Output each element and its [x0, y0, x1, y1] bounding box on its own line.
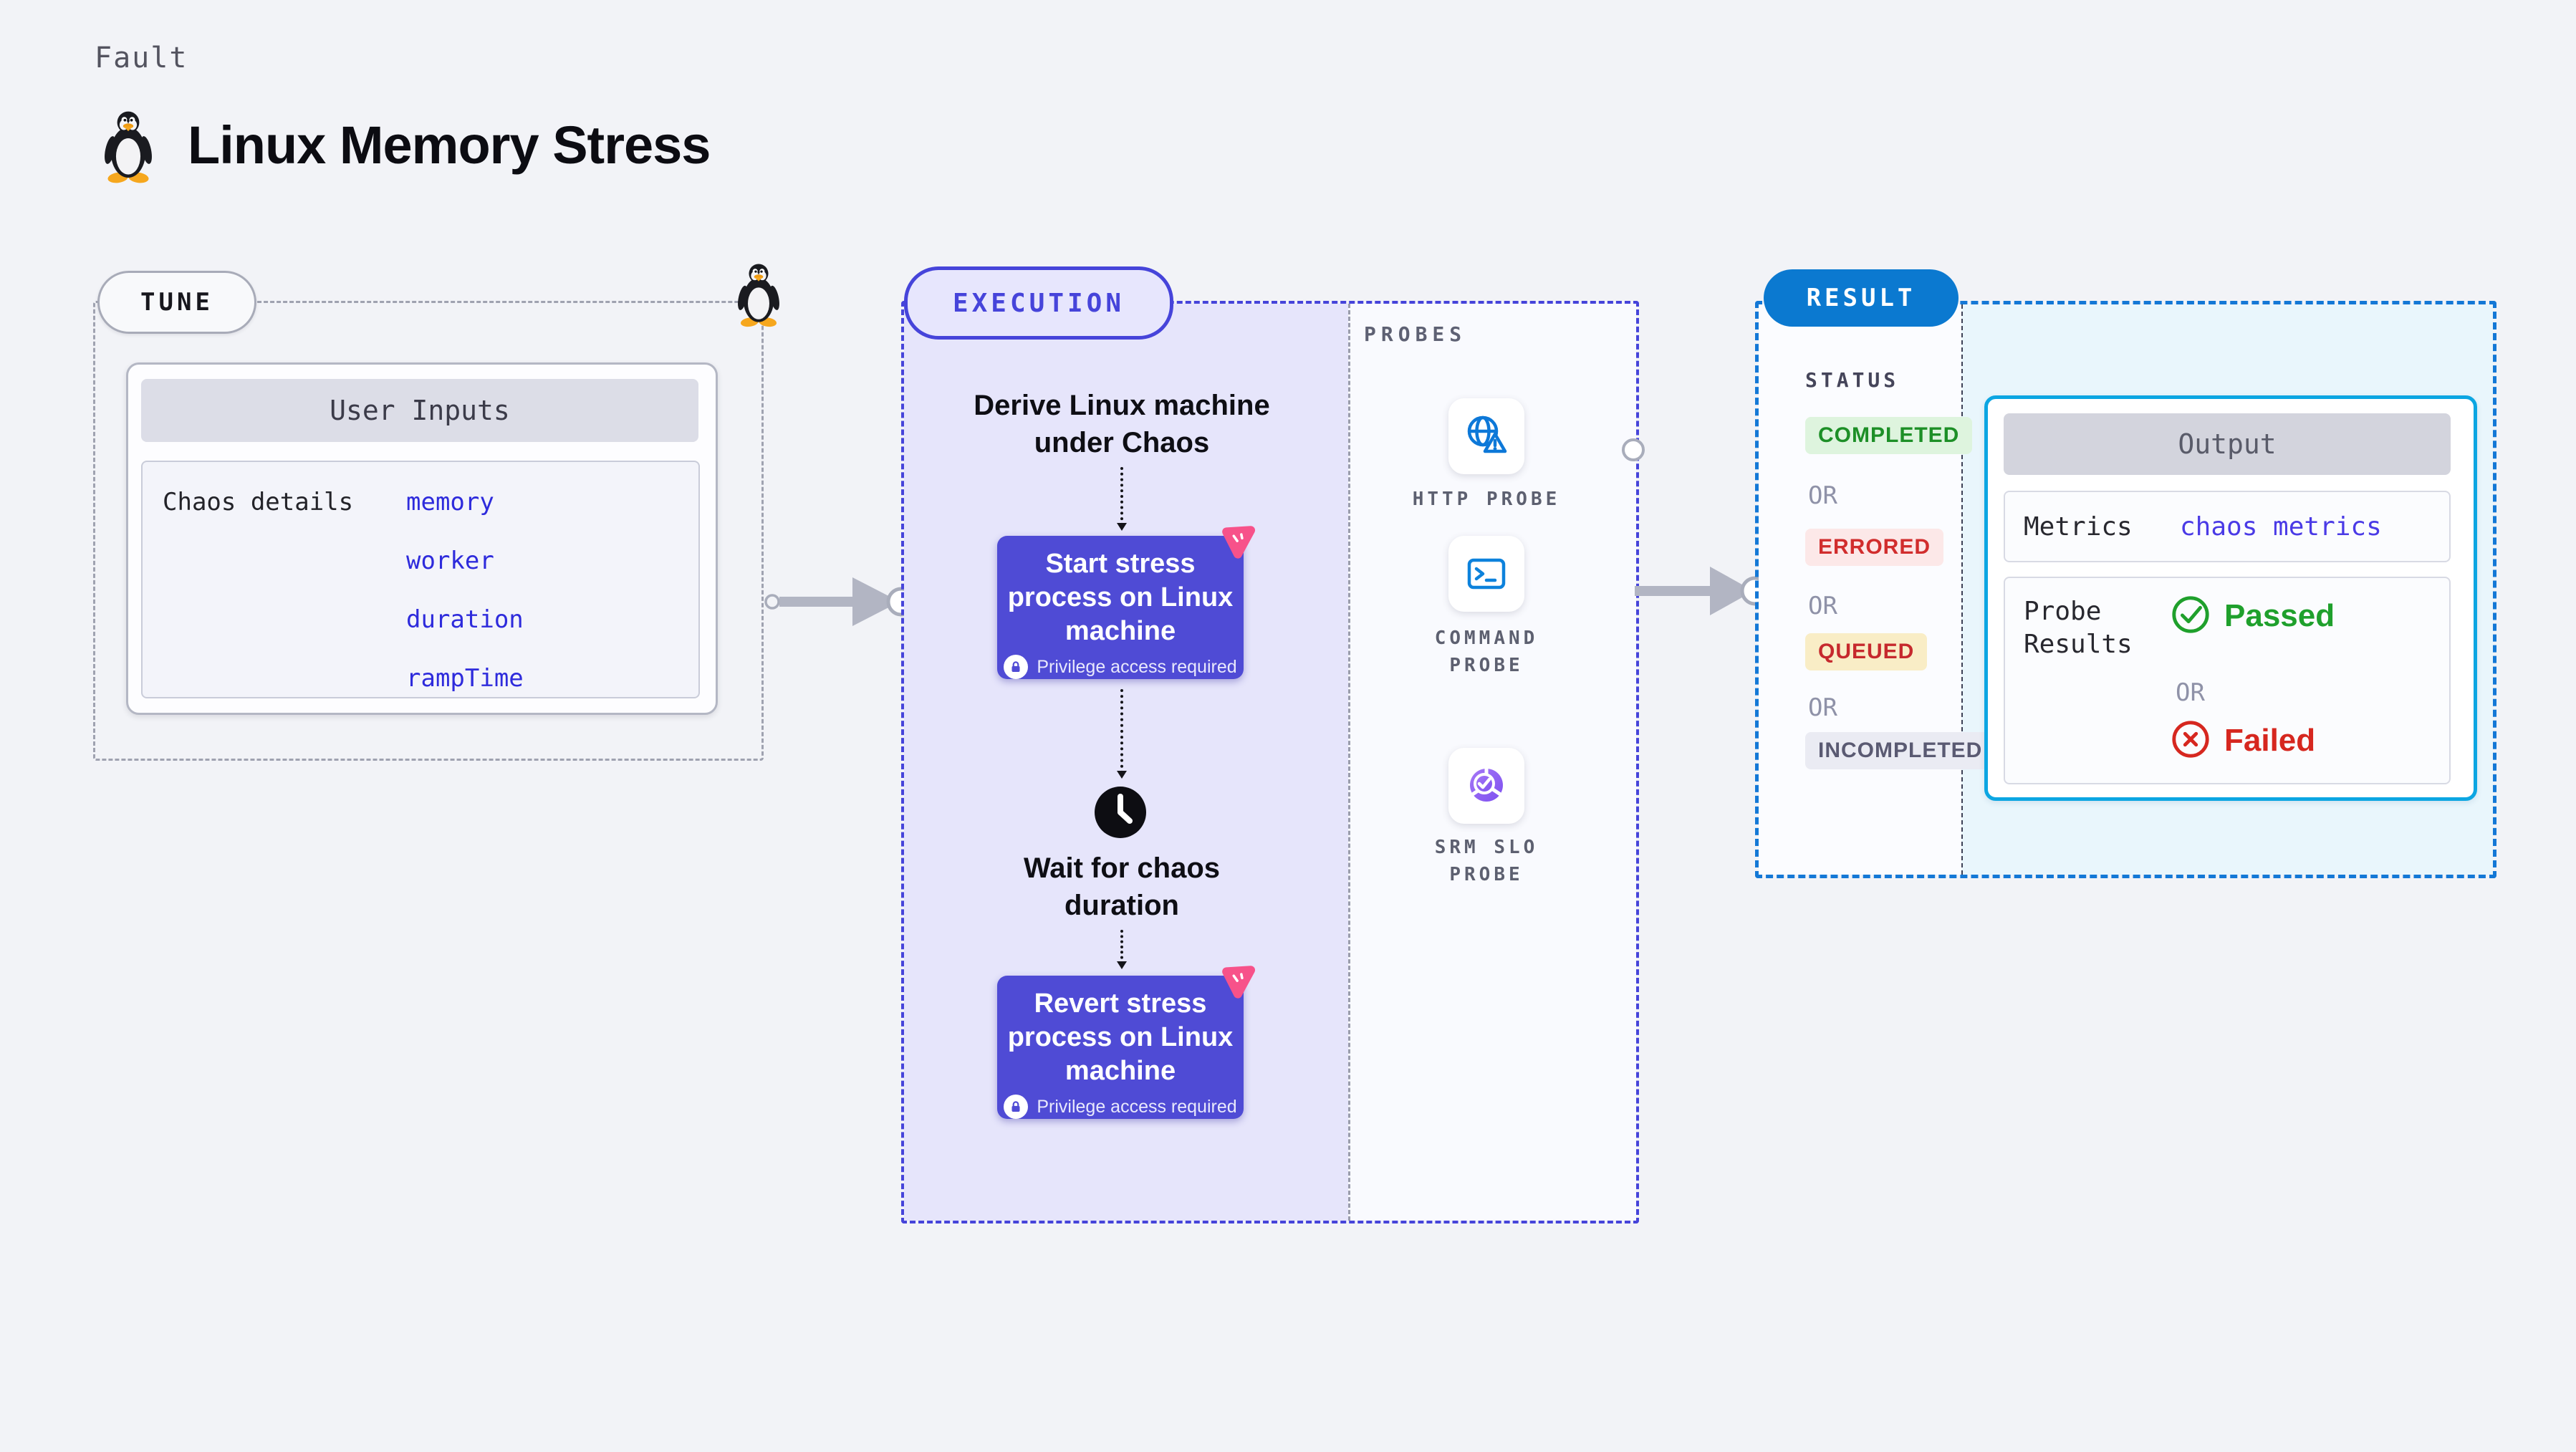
result-section-pill: RESULT [1764, 269, 1959, 327]
input-value-memory: memory [406, 488, 494, 516]
status-column-label: STATUS [1805, 368, 1900, 392]
input-value-duration: duration [406, 605, 524, 634]
user-inputs-card: User Inputs Chaos details memory worker … [126, 362, 718, 715]
start-stress-line2: process on Linux [1007, 582, 1234, 612]
fault-eyebrow-label: Fault [95, 42, 188, 74]
privilege-label: Privilege access required [1037, 656, 1237, 677]
probe-results-row: Probe Results Passed OR Failed [2004, 577, 2451, 784]
output-card-header: Output [2004, 413, 2451, 475]
srm-slo-probe-label-line1: SRM SLO [1434, 837, 1539, 858]
metrics-value-link: chaos metrics [2180, 512, 2382, 542]
linux-tux-icon [105, 111, 152, 183]
or-separator: OR [2176, 678, 2205, 707]
revert-stress-line3: machine [1064, 1056, 1176, 1086]
srm-slo-probe-card [1448, 748, 1524, 824]
border-connector-circle [1622, 438, 1645, 461]
flow-arrow-tune-to-execution [764, 577, 915, 626]
chaos-details-panel: Chaos details memory worker duration ram… [141, 461, 700, 698]
revert-stress-line1: Revert stress [1034, 989, 1207, 1019]
terminal-icon [1467, 558, 1506, 590]
http-probe-label: HTTP PROBE [1412, 489, 1561, 510]
srm-slo-probe-label-line2: PROBE [1449, 864, 1524, 885]
flow-connector [1117, 467, 1127, 531]
wait-step-label: Wait for chaos duration [921, 850, 1322, 924]
flow-arrow-execution-to-result [1635, 567, 1770, 615]
user-inputs-header: User Inputs [141, 379, 698, 442]
page-title: Linux Memory Stress [188, 115, 711, 175]
check-circle-icon [2172, 596, 2209, 633]
status-badge-completed: COMPLETED [1805, 417, 1973, 454]
start-stress-line3: machine [1064, 616, 1176, 646]
probe-results-label-line1: Probe [2024, 597, 2102, 626]
revert-stress-line2: process on Linux [1007, 1022, 1234, 1052]
globe-warning-icon [1467, 415, 1507, 453]
wait-step-line2: duration [1064, 890, 1179, 921]
failed-label: Failed [2224, 723, 2316, 758]
metrics-label: Metrics [2024, 512, 2133, 542]
input-value-ramptime: rampTime [406, 664, 524, 693]
passed-label: Passed [2224, 598, 2335, 633]
linux-tux-icon [738, 264, 779, 327]
lock-icon [1004, 655, 1029, 679]
status-badge-errored: ERRORED [1805, 529, 1944, 566]
chaos-fault-badge-icon [1222, 966, 1256, 999]
derive-step-line1: Derive Linux machine [974, 390, 1270, 421]
chaos-details-label: Chaos details [163, 488, 354, 516]
input-value-worker: worker [406, 547, 494, 575]
wait-step-line1: Wait for chaos [1023, 852, 1221, 884]
flow-connector [1117, 930, 1127, 969]
or-separator: OR [1808, 693, 1837, 722]
output-card: Output Metrics chaos metrics Probe Resul… [1984, 395, 2477, 801]
privilege-label: Privilege access required [1037, 1096, 1237, 1117]
status-badge-incompleted: INCOMPLETED [1805, 732, 1996, 769]
execution-section-pill: EXECUTION [904, 266, 1173, 340]
slo-gauge-icon [1470, 767, 1503, 802]
command-probe-label-line2: PROBE [1449, 655, 1524, 676]
http-probe-card [1448, 398, 1524, 474]
command-probe-card [1448, 536, 1524, 612]
metrics-row: Metrics chaos metrics [2004, 491, 2451, 562]
derive-step-line2: under Chaos [1034, 427, 1210, 458]
lock-icon [1004, 1095, 1029, 1119]
or-separator: OR [1808, 481, 1837, 510]
probes-section-label: PROBES [1364, 322, 1467, 346]
probe-results-label-line2: Results [2024, 630, 2133, 659]
flow-connector [1117, 689, 1127, 779]
or-separator: OR [1808, 592, 1837, 620]
derive-step-label: Derive Linux machine under Chaos [921, 387, 1322, 461]
clock-icon [1095, 787, 1146, 838]
status-region [1759, 304, 1961, 875]
start-stress-node: Start stress process on Linux machine Pr… [997, 526, 1256, 679]
revert-stress-node: Revert stress process on Linux machine P… [997, 966, 1256, 1119]
start-stress-line1: Start stress [1045, 549, 1196, 579]
tune-section-box [93, 301, 764, 761]
tune-section-pill: TUNE [97, 271, 256, 334]
x-circle-icon [2172, 721, 2209, 758]
command-probe-label-line1: COMMAND [1434, 628, 1539, 649]
chaos-fault-badge-icon [1222, 526, 1256, 559]
status-badge-queued: QUEUED [1805, 633, 1928, 670]
